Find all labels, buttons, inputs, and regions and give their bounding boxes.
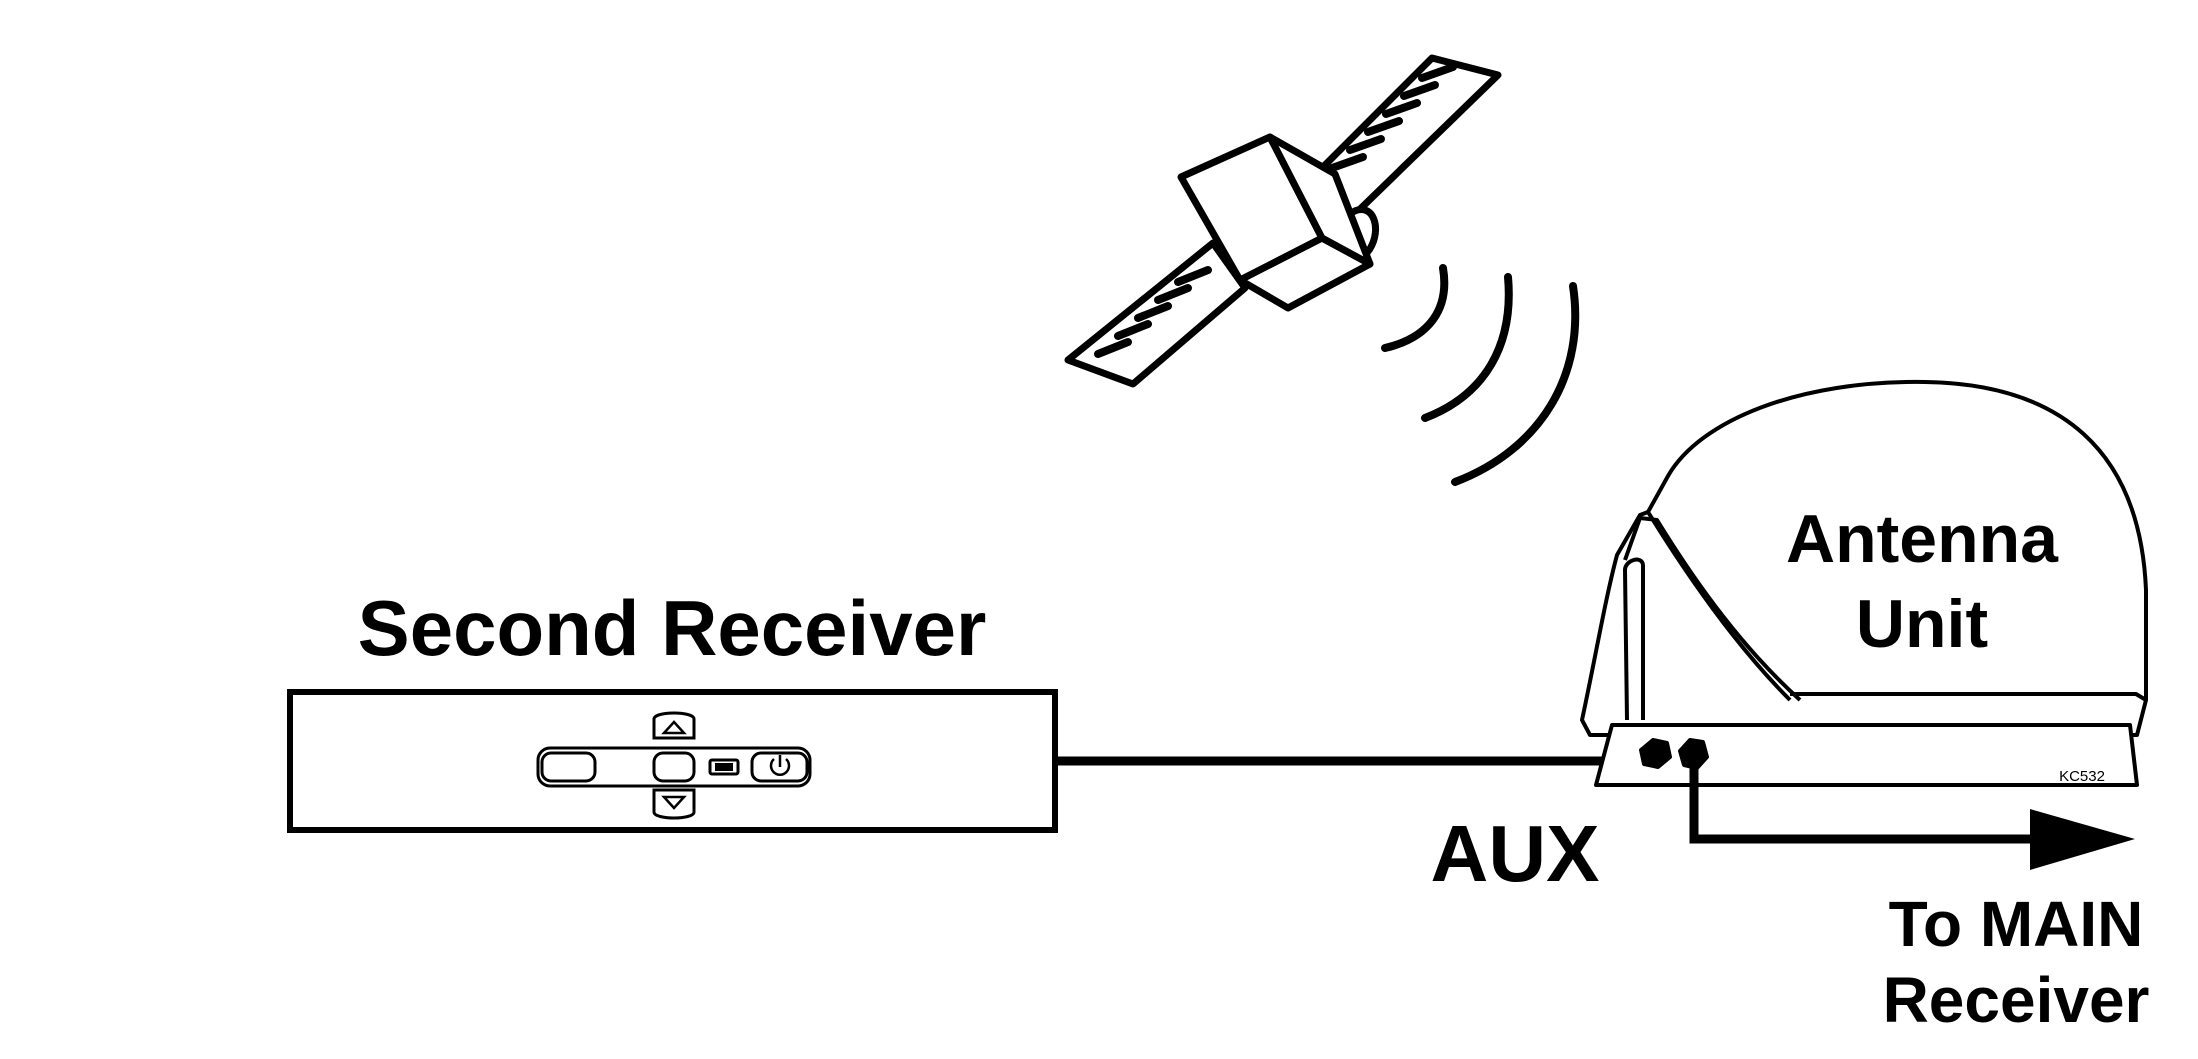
antenna-side-slot	[1623, 557, 1645, 721]
main-receiver-arrow	[1689, 765, 2135, 870]
antenna-unit-label-line2: Unit	[1856, 586, 1988, 662]
second-receiver: Second Receiver	[287, 584, 1058, 833]
antenna-unit: KC532 Antenna Unit	[1580, 379, 2148, 787]
satellite-icon	[1064, 54, 1502, 388]
lower-solar-panel	[1064, 239, 1249, 388]
antenna-dome	[1580, 379, 2148, 737]
down-arrow-icon	[661, 795, 687, 810]
up-arrow-icon	[661, 720, 687, 735]
aux-label: AUX	[1431, 809, 1600, 898]
receiver-front-panel	[536, 711, 812, 820]
model-code: KC532	[2059, 768, 2105, 785]
antenna-front-face	[1623, 516, 1802, 702]
second-receiver-label: Second Receiver	[358, 584, 987, 672]
aux-connector	[1639, 738, 1672, 769]
satellite-body	[1177, 133, 1374, 312]
power-icon	[769, 755, 791, 776]
to-main-receiver-label-line1: To MAIN	[1889, 888, 2144, 960]
left-button	[540, 751, 597, 783]
center-button	[652, 751, 696, 783]
arrow-head-icon	[2030, 809, 2135, 870]
signal-waves-icon	[1381, 264, 1580, 486]
antenna-unit-label-line1: Antenna	[1786, 501, 2059, 577]
antenna-rim	[1790, 692, 2148, 702]
antenna-base	[1594, 723, 2139, 787]
to-main-receiver-label-line2: Receiver	[1883, 964, 2150, 1036]
main-connector	[1678, 738, 1709, 770]
